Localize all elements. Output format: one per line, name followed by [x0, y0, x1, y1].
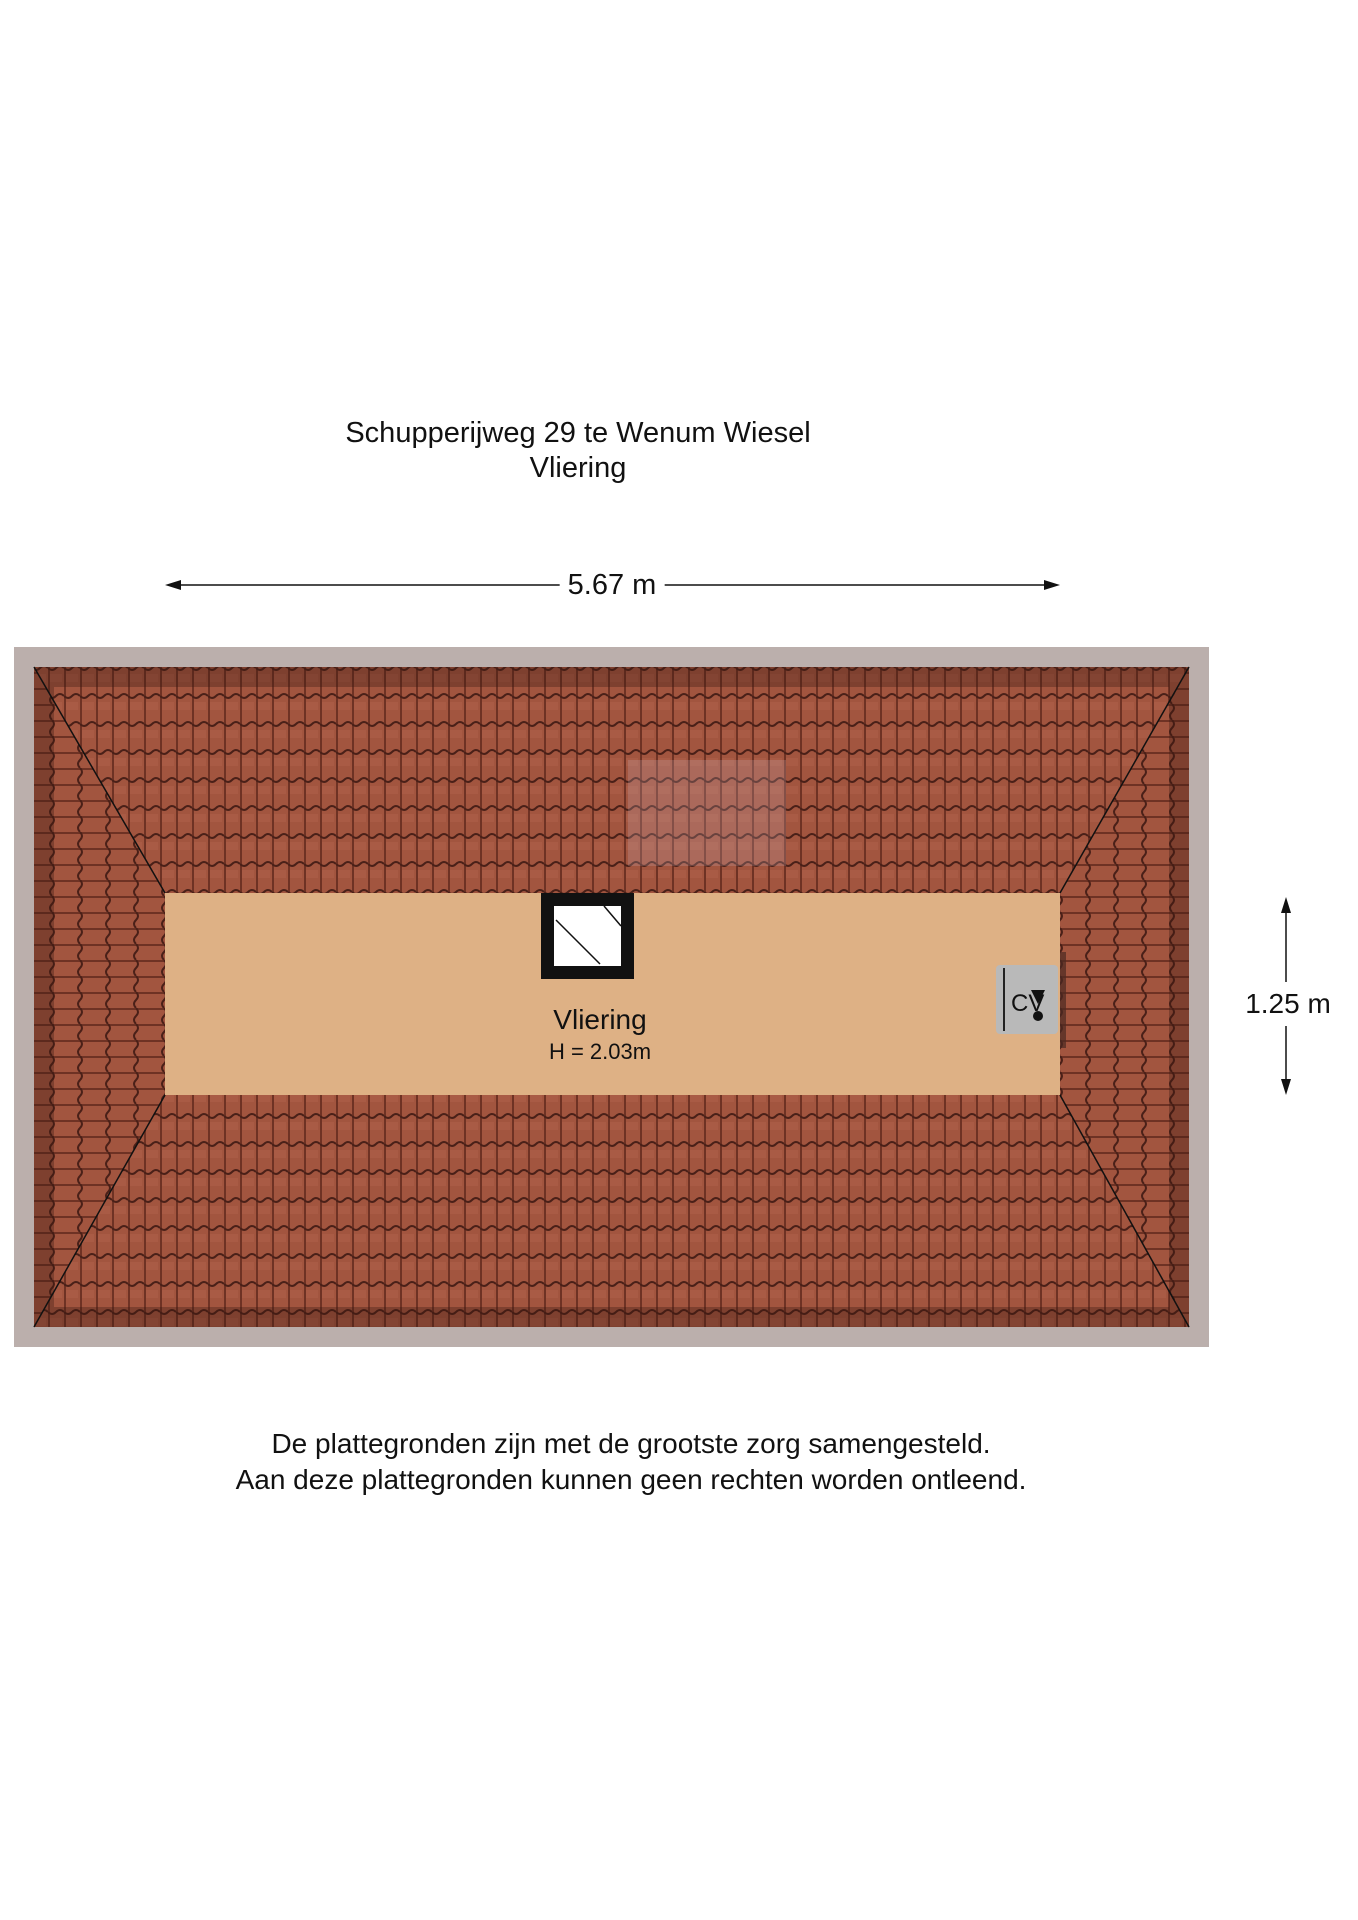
width-dimension-label: 5.67 m — [559, 569, 665, 602]
floor-title: Vliering — [529, 452, 627, 484]
address-title: Schupperijweg 29 te Wenum Wiesel — [345, 417, 811, 449]
boiler-label: CV — [1011, 990, 1044, 1017]
hatch-icon — [541, 893, 634, 979]
disclaimer-line-2: Aan deze plattegronden kunnen geen recht… — [235, 1464, 1027, 1495]
disclaimer-line-1: De plattegronden zijn met de grootste zo… — [271, 1428, 991, 1459]
boiler-icon — [996, 952, 1066, 1048]
room-height: H = 2.03m — [548, 1039, 652, 1064]
depth-dimension-label: 1.25 m — [1245, 982, 1331, 1026]
skylight-shadow — [628, 760, 786, 866]
room-name: Vliering — [553, 1004, 647, 1035]
